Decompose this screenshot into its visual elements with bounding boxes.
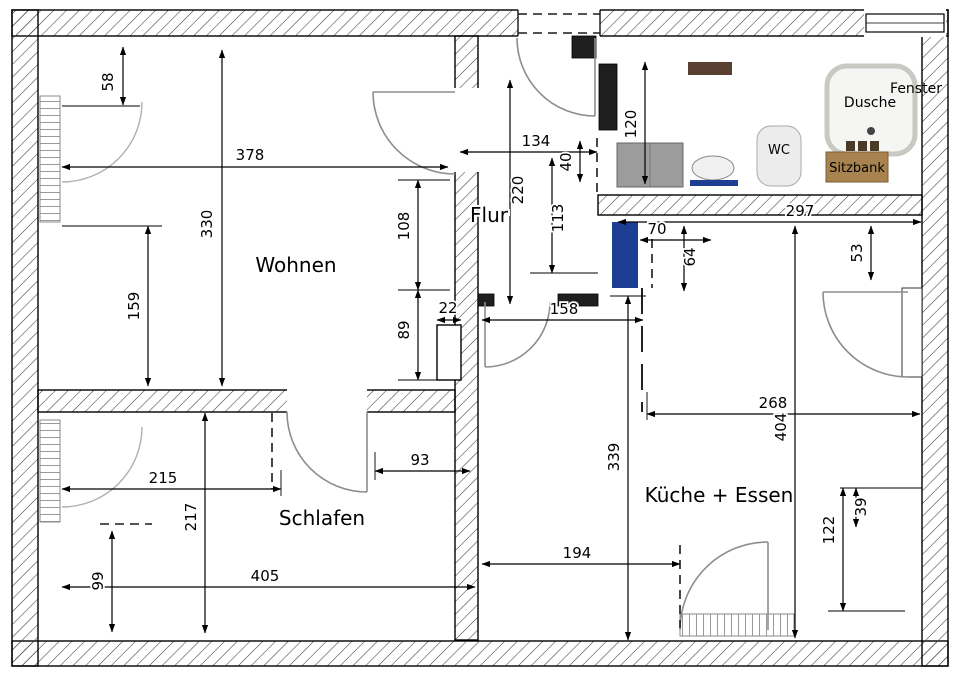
dim-label-113: 113 [549,204,567,233]
dim-label-89: 89 [395,320,413,339]
dim-label-297: 297 [786,202,815,220]
bench-leg-icon [858,141,867,151]
dim-label-194: 194 [563,544,592,562]
dim-label-122: 122 [820,516,838,545]
dim-label-268: 268 [759,394,788,412]
window-left-lower [39,419,61,523]
dashed-lines [100,13,681,628]
bench [825,151,889,183]
wall-stub-bathroom [598,63,618,131]
dim-label-217: 217 [182,503,200,532]
dim-label-53: 53 [848,243,866,262]
fixture-label-dusche: Dusche [844,95,896,111]
window-bottom [679,613,795,637]
dim-label-120: 120 [622,110,640,139]
dim-label-22: 22 [438,299,457,317]
window-swing-upper-arc [61,101,143,183]
wall-stub-entrance [571,35,597,59]
bench-leg-icon [846,141,855,151]
schlafen-door-arc [286,411,368,493]
flur-door-arc [484,301,551,368]
bench-leg-icon [870,141,879,151]
dim-label-220: 220 [509,176,527,205]
dim-label-339: 339 [605,443,623,472]
sink-icon [691,155,735,181]
dim-label-64: 64 [681,247,699,266]
wall-stub-flur-left [477,293,495,307]
interior-wall-horizontal [37,389,456,413]
doors [61,37,909,631]
dim-label-330: 330 [198,210,216,239]
kueche-door-arc [679,541,769,631]
fixture-label-wc: WC [768,143,790,158]
windows [39,95,923,637]
outer-wall-left [11,9,39,667]
outer-wall-top [11,9,949,37]
wall-stub-flur-right [557,293,599,307]
window-right-sill [901,287,923,378]
dim-label-99: 99 [89,571,107,590]
fixture-label-sitzbank: Sitzbank [829,161,885,176]
dim-label-378: 378 [236,146,265,164]
blue-column [612,222,638,288]
bathroom-wall-bottom [597,194,923,216]
entrance-door-arc [516,37,596,117]
wohnen-door-opening [454,88,479,172]
shower-drain-dot [867,127,875,135]
toilet-icon [756,125,802,187]
dim-label-134: 134 [522,132,551,150]
window-swing-lower-arc [61,426,143,508]
outer-wall-right [921,9,949,667]
dimension-lines [61,46,922,641]
entrance-opening [518,9,600,37]
dim-label-93: 93 [410,451,429,469]
duct-niche [436,324,462,381]
dim-label-215: 215 [149,469,178,487]
fixtures [612,62,918,288]
dim-label-39: 39 [852,497,870,516]
dim-label-58: 58 [99,72,117,91]
outer-wall-bottom [11,640,949,667]
walls [11,9,949,667]
shelf [688,62,732,75]
dim-label-40: 40 [557,152,575,171]
dim-label-158: 158 [550,300,579,318]
room-label-flur: Flur [470,203,509,227]
dim-label-405: 405 [251,567,280,585]
wohnen-door-arc [372,91,456,175]
window-left-upper [39,95,61,223]
dim-label-159: 159 [125,292,143,321]
fixture-label-fenster: Fenster [890,81,942,97]
kueche-window-arc [822,291,909,378]
room-label-wohnen: Wohnen [255,253,336,277]
dim-label-70: 70 [647,220,666,238]
sink-edge [690,180,738,186]
room-label-kueche: Küche + Essen [645,483,794,507]
schlafen-door-opening [287,389,367,413]
dim-label-404: 404 [772,413,790,442]
room-label-schlafen: Schlafen [279,506,365,530]
dim-label-108: 108 [395,212,413,241]
labels: Wohnen Schlafen Flur Küche + Essen Dusch… [87,71,942,593]
